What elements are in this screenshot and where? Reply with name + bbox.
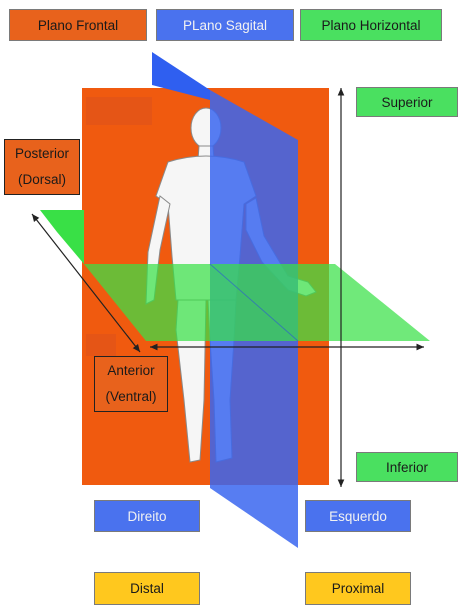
posterior-anterior-arrow xyxy=(31,213,141,353)
frontal-plane-shade xyxy=(86,97,152,125)
ventral-text: (Ventral) xyxy=(105,389,157,404)
plano-horizontal-label: Plano Horizontal xyxy=(300,9,442,41)
proximal-label: Proximal xyxy=(305,572,411,605)
sagittal-plane-top xyxy=(152,52,210,100)
esquerdo-label: Esquerdo xyxy=(305,500,411,532)
superior-label: Superior xyxy=(356,87,458,117)
inferior-label: Inferior xyxy=(356,452,458,482)
posterior-label: Posterior (Dorsal) xyxy=(4,139,80,195)
posterior-text: Posterior xyxy=(14,146,70,161)
distal-label: Distal xyxy=(94,572,200,605)
direito-label: Direito xyxy=(94,500,200,532)
plano-frontal-label: Plano Frontal xyxy=(9,9,147,41)
anterior-label: Anterior (Ventral) xyxy=(94,356,168,412)
frontal-plane-shade-2 xyxy=(86,334,116,356)
sagittal-plane-edge xyxy=(209,263,299,342)
plano-sagital-label: PLano Sagital xyxy=(156,9,294,41)
anterior-text: Anterior xyxy=(107,363,155,378)
horizontal-plane-back-flap xyxy=(40,210,84,264)
dorsal-text: (Dorsal) xyxy=(17,172,66,187)
